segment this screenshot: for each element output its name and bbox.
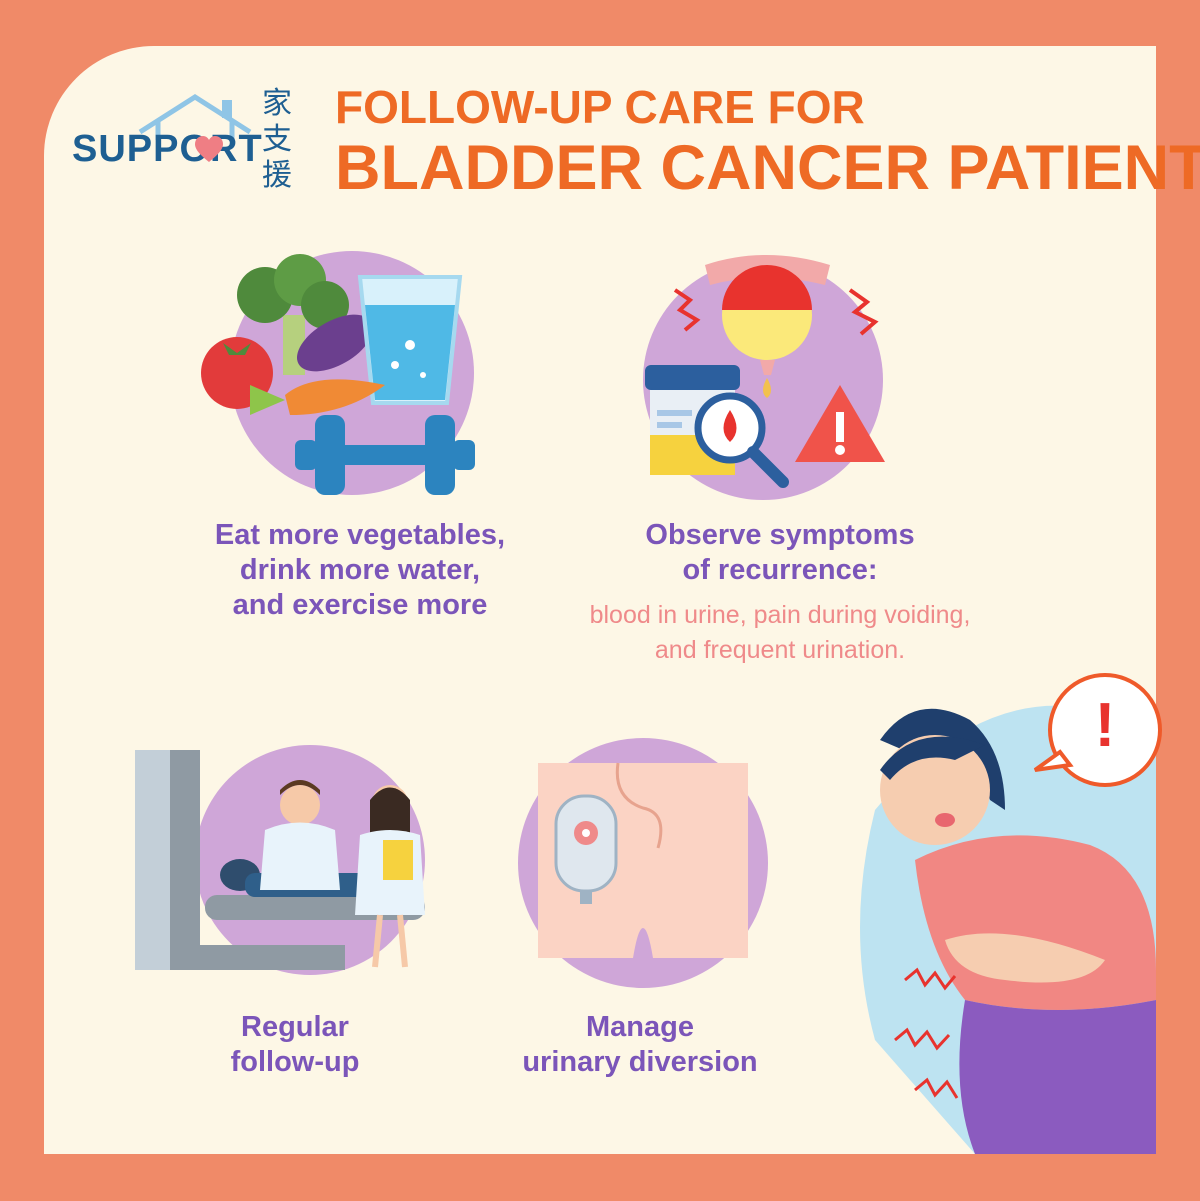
logo-cjk-text: 家支援 <box>262 86 292 193</box>
speech-bubble-mark: ! <box>1094 691 1116 760</box>
healthy-lifestyle-illustration <box>201 251 475 495</box>
tip-2-line-1: Observe symptoms <box>645 519 915 551</box>
tip-2-detail-line-2: and frequent urination. <box>654 636 906 664</box>
tip-1-line-3: and exercise more <box>232 589 488 621</box>
logo-heart-icon <box>195 136 223 162</box>
tip-4-line-2: urinary diversion <box>522 1046 758 1078</box>
title-line-1: FOLLOW-UP CARE FOR <box>335 81 865 133</box>
tip-4-caption: Manage urinary diversion <box>500 1010 780 1080</box>
follow-up-illustration <box>135 745 425 975</box>
title-line-2: BLADDER CANCER PATIENTS <box>335 133 1200 203</box>
tip-2-detail-line-1: blood in urine, pain during voiding, <box>589 601 971 629</box>
woman-in-pain-illustration <box>860 673 1162 1154</box>
tip-2-caption: Observe symptoms of recurrence: <box>620 518 940 588</box>
urinary-diversion-illustration <box>518 738 768 988</box>
logo-brand: SUPPORT <box>72 128 263 170</box>
tip-1-line-1: Eat more vegetables, <box>214 519 506 551</box>
tip-3-line-1: Regular <box>241 1011 349 1043</box>
tip-4-line-1: Manage <box>586 1011 694 1043</box>
tip-2-line-2: of recurrence: <box>682 554 878 586</box>
tip-2-detail: blood in urine, pain during voiding, and… <box>555 598 1005 668</box>
tip-3-line-2: follow-up <box>230 1046 360 1078</box>
tip-3-caption: Regular follow-up <box>175 1010 415 1080</box>
symptoms-illustration <box>643 255 885 500</box>
tip-1-caption: Eat more vegetables, drink more water, a… <box>200 518 520 623</box>
tip-1-line-2: drink more water, <box>239 554 481 586</box>
logo-house-icon <box>138 94 252 140</box>
